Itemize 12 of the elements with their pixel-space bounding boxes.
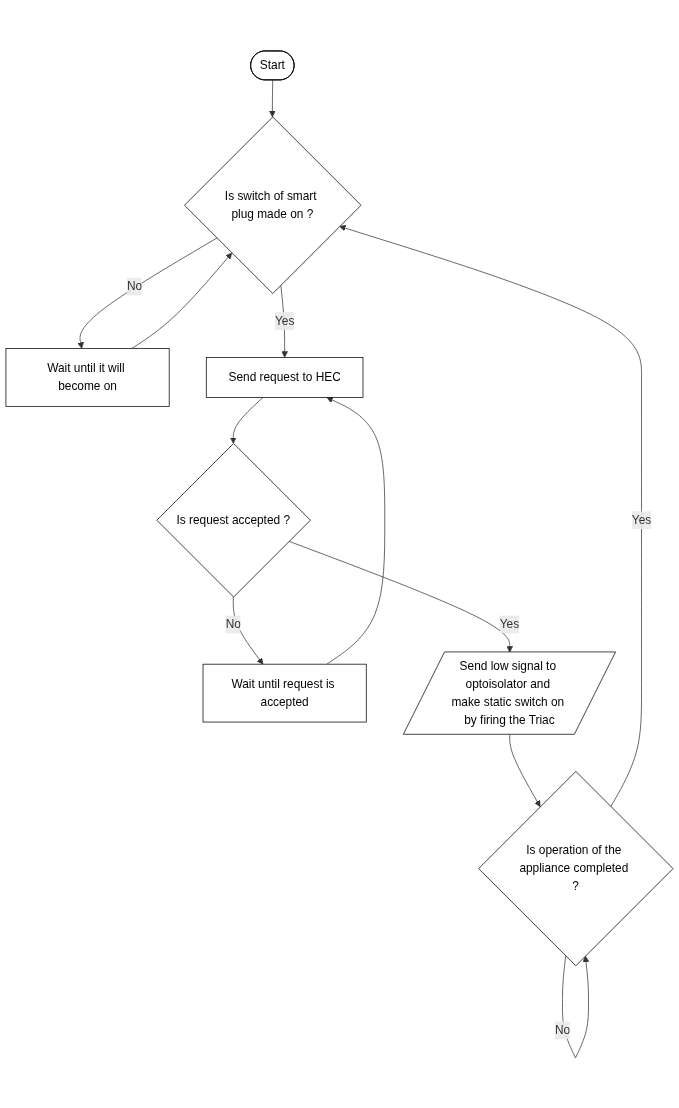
edge-label: No [554,1023,571,1036]
node-diamond: Is switch of smart plug made on ? [184,116,362,294]
edge-label: No [126,279,143,293]
edge-label: No [225,617,241,630]
node-box: Wait until it will become on [5,347,170,407]
edge-label: Yes [631,513,652,526]
node-box: Send request to HEC [205,356,364,398]
node-diamond: Is operation of the appliance completed ? [478,770,674,966]
node-diamond: Is request accepted ? [156,442,311,597]
node-box: Wait until request is accepted [202,663,367,722]
edge-label: Yes [499,617,520,630]
edge-label: Yes [274,313,295,327]
